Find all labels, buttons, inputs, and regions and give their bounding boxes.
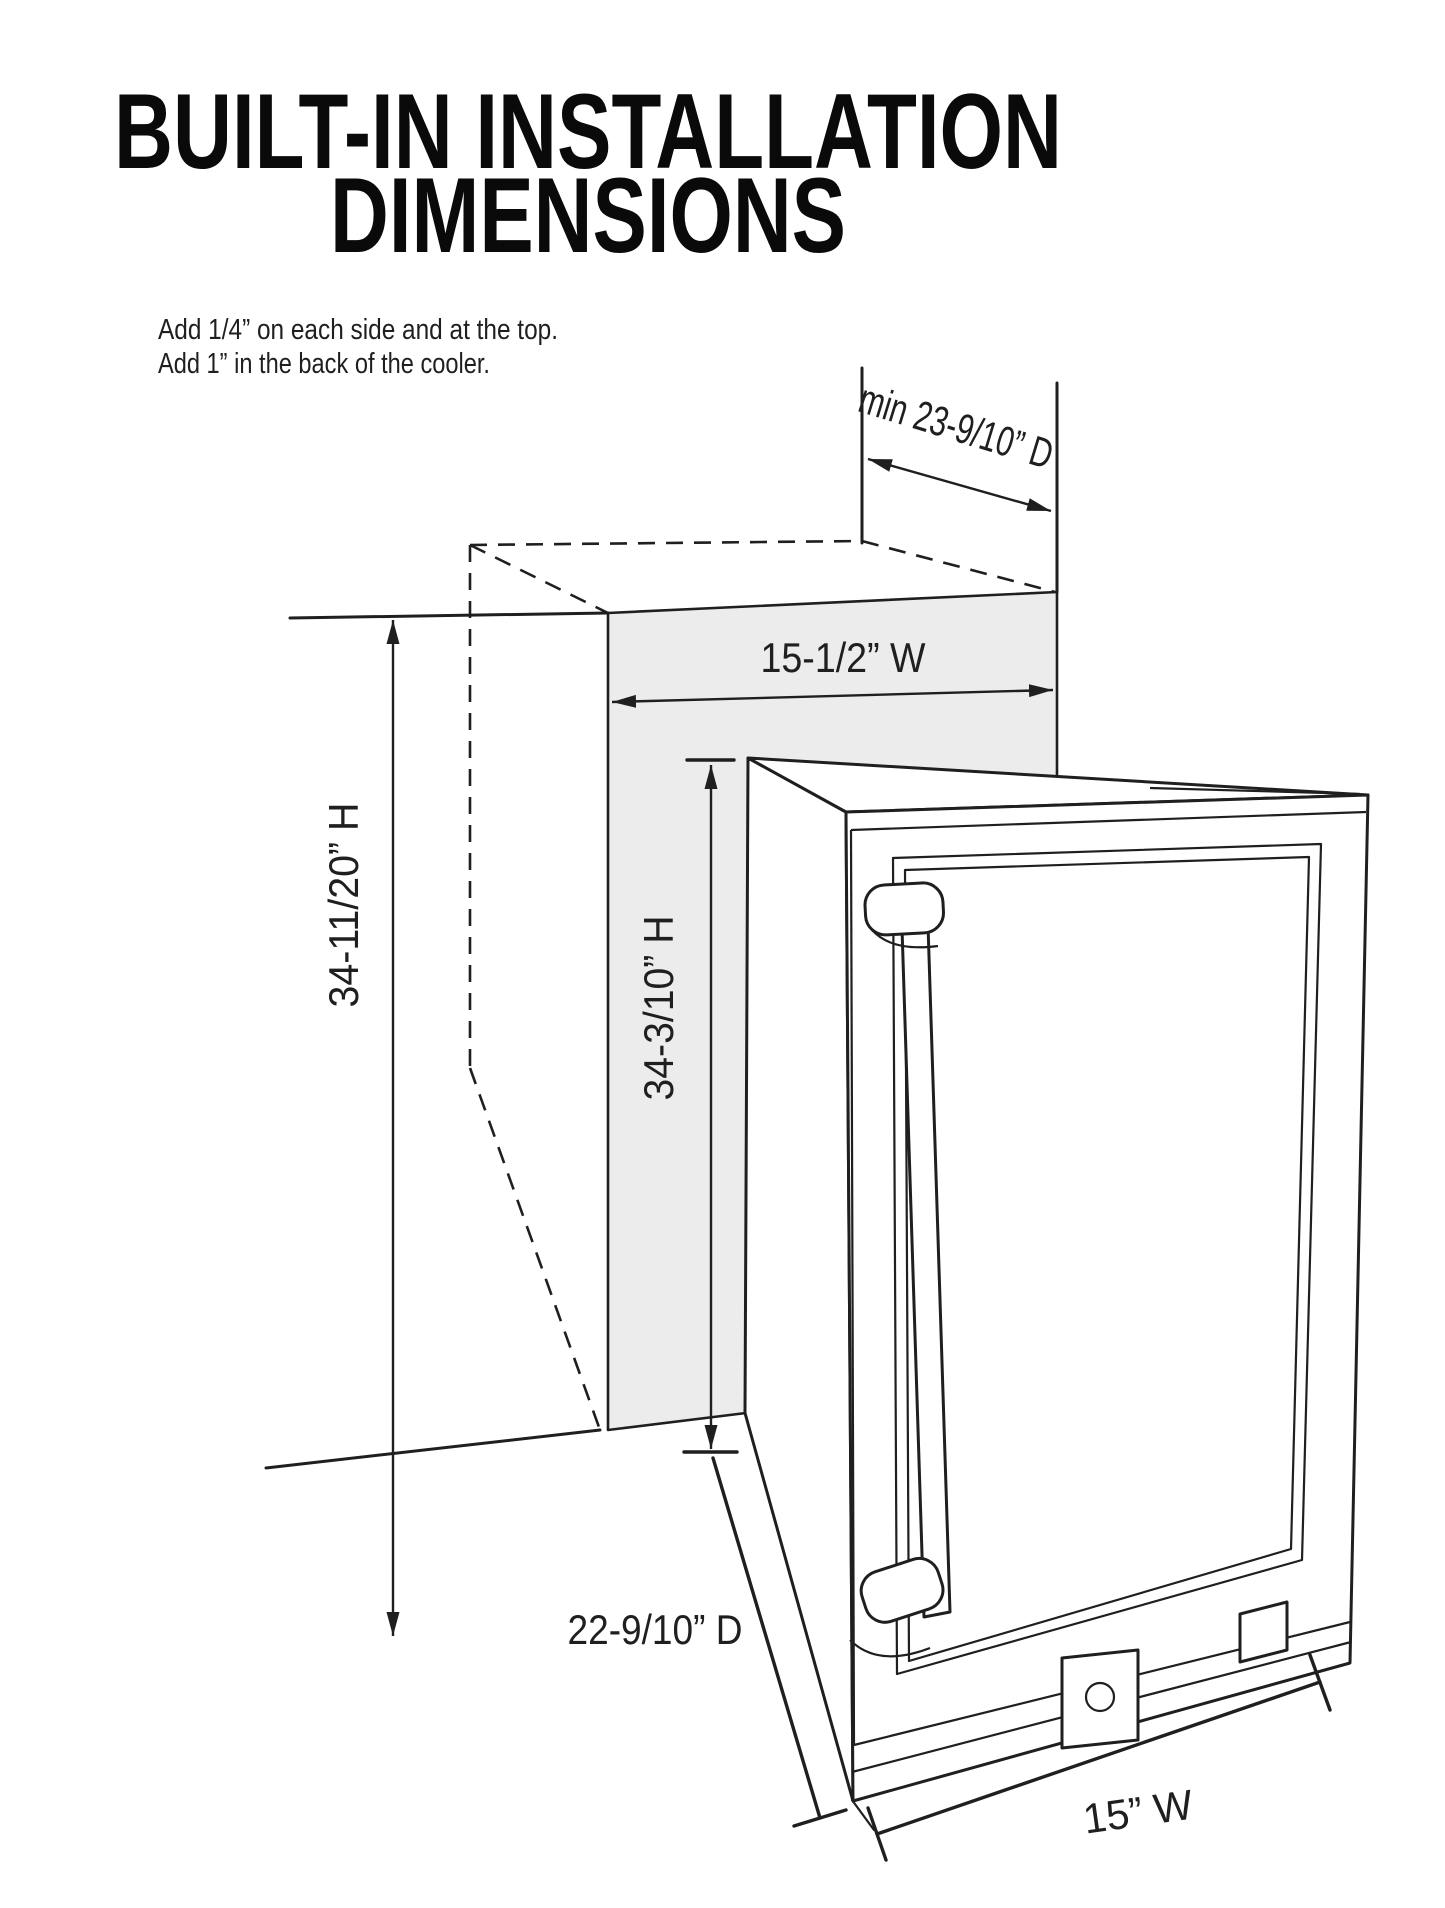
cooler-width-left-slash <box>866 1806 888 1862</box>
cooler-depth-end-slash <box>792 1808 848 1828</box>
title-block: BUILT-IN INSTALLATION DIMENSIONS <box>114 71 1062 275</box>
cooler-width-line <box>875 1680 1322 1836</box>
min-depth-label: min 23-9/10” D <box>854 374 1059 477</box>
foot-screw-hole <box>1084 1681 1116 1713</box>
cavity-bottom-left-diagonal <box>468 1067 602 1431</box>
dimension-annotations: min 23-9/10” D 15-1/2” W 34-11/20” H 34-… <box>320 374 1332 1862</box>
cooler-height-label: 34-3/10” H <box>635 916 682 1101</box>
door-glass-edge <box>903 855 1311 1663</box>
cooler-drawing <box>743 756 1370 1803</box>
handle-top-mount <box>863 881 945 937</box>
note-line-2: Add 1” in the back of the cooler. <box>158 348 490 380</box>
min-depth-arrow <box>867 457 1052 513</box>
cooler-left-side-face <box>743 756 855 1803</box>
page-title-line-2: DIMENSIONS <box>330 155 846 275</box>
cavity-back-top-edge <box>469 539 863 547</box>
wall-top-line <box>288 611 610 620</box>
door-left-inner-line <box>849 829 856 1746</box>
cooler-front-face <box>844 793 1370 1803</box>
cooler-width-right-slash <box>1308 1653 1332 1712</box>
front-foot-bracket <box>1060 1648 1140 1750</box>
note-line-1: Add 1/4” on each side and at the top. <box>158 314 558 346</box>
handle-bottom-mount <box>859 1556 945 1624</box>
page-title-line-1: BUILT-IN INSTALLATION <box>114 71 1062 191</box>
cavity-right-top-diagonal <box>861 539 1056 594</box>
cavity-dashed-outline <box>468 539 1056 1431</box>
handle-bottom-mount-curve <box>849 1639 931 1658</box>
door-top-inner-line <box>850 810 1367 832</box>
cooler-width-label: 15” W <box>1080 1781 1196 1843</box>
top-face-accent-line <box>1149 786 1361 796</box>
notes-block: Add 1/4” on each side and at the top. Ad… <box>158 314 558 380</box>
cooler-depth-line <box>711 1456 822 1820</box>
niche-width-label: 15-1/2” W <box>761 634 926 681</box>
cooler-width-extension <box>850 1798 876 1832</box>
niche-width-arrow <box>611 684 1054 708</box>
handle-top-mount-curve <box>871 929 939 949</box>
cavity-left-top-diagonal <box>469 543 609 615</box>
bottom-right-notch <box>1238 1600 1289 1664</box>
niche-height-label: 34-11/20” H <box>320 803 367 1008</box>
door-handle <box>849 881 952 1658</box>
cooler-depth-label: 22-9/10” D <box>568 1606 743 1653</box>
door-frame-outer <box>891 842 1323 1676</box>
floor-line <box>264 1428 602 1470</box>
